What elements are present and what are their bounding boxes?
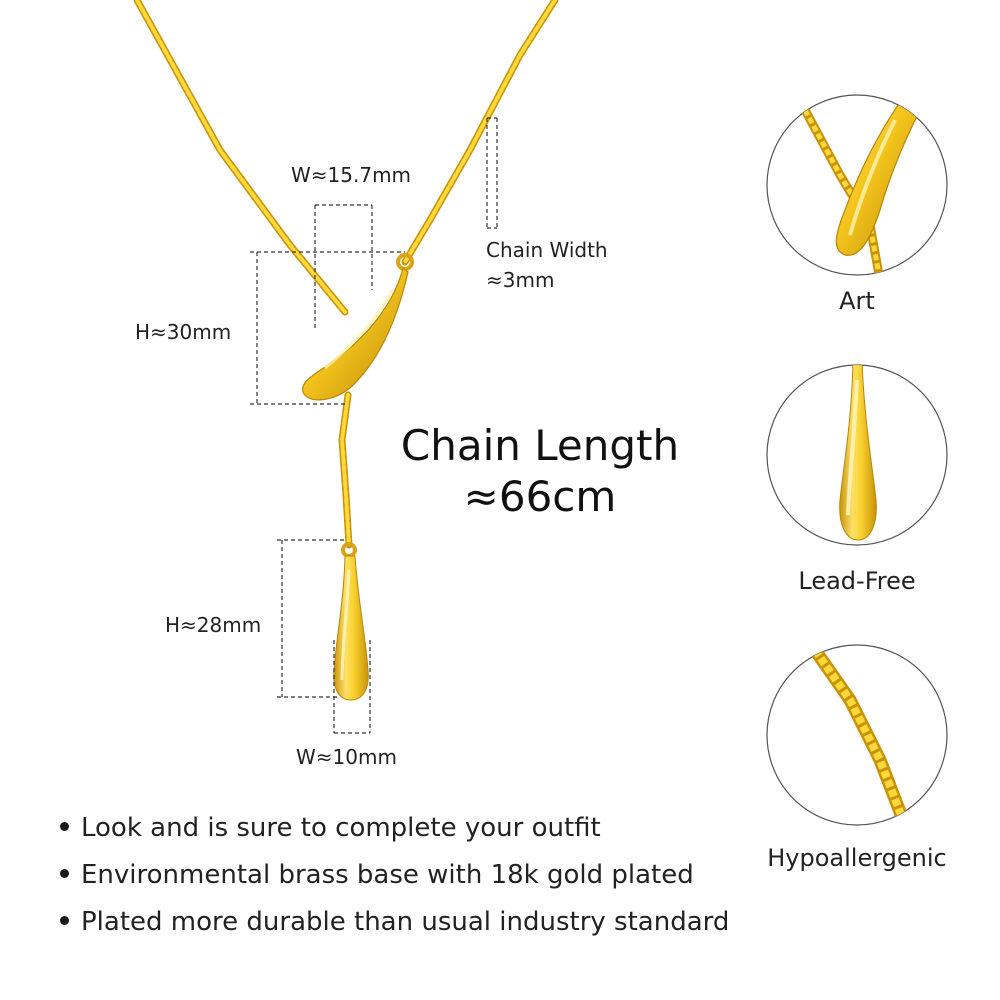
list-item: Look and is sure to complete your outfit <box>60 806 729 853</box>
bullet-text: Environmental brass base with 18k gold p… <box>81 860 694 890</box>
chain-width-label: Chain Width <box>486 238 608 262</box>
feature-label-art: Art <box>839 287 875 315</box>
feature-label-hypoallergenic: Hypoallergenic <box>767 844 947 872</box>
drop-pendant <box>333 542 369 701</box>
feature-art-thumbnail <box>766 94 948 276</box>
chain-length-heading: Chain Length ≈66cm <box>370 420 710 522</box>
list-item: Plated more durable than usual industry … <box>60 900 729 947</box>
feature-hypoallergenic-thumbnail <box>766 644 948 826</box>
drop-width-label: W≈10mm <box>296 745 397 769</box>
chain-length-title: Chain Length <box>400 421 680 470</box>
feature-label-lead-free: Lead-Free <box>798 567 916 595</box>
feature-lead-free-thumbnail <box>766 364 948 546</box>
bullet-icon <box>60 916 69 925</box>
clasp-pendant <box>302 253 414 401</box>
drop-height-label: H≈28mm <box>165 613 262 637</box>
bullet-icon <box>60 822 69 831</box>
bullet-icon <box>60 869 69 878</box>
measurement-guides <box>250 117 498 734</box>
necklace-chain <box>133 0 559 549</box>
bullet-text: Plated more durable than usual industry … <box>81 907 730 937</box>
bullet-text: Look and is sure to complete your outfit <box>81 813 601 843</box>
clasp-width-label: W≈15.7mm <box>291 163 412 187</box>
chain-width-value: ≈3mm <box>486 268 555 292</box>
clasp-height-label: H≈30mm <box>135 320 232 344</box>
list-item: Environmental brass base with 18k gold p… <box>60 853 729 900</box>
chain-length-value: ≈66cm <box>463 472 617 522</box>
feature-bullet-list: Look and is sure to complete your outfit… <box>60 806 729 947</box>
